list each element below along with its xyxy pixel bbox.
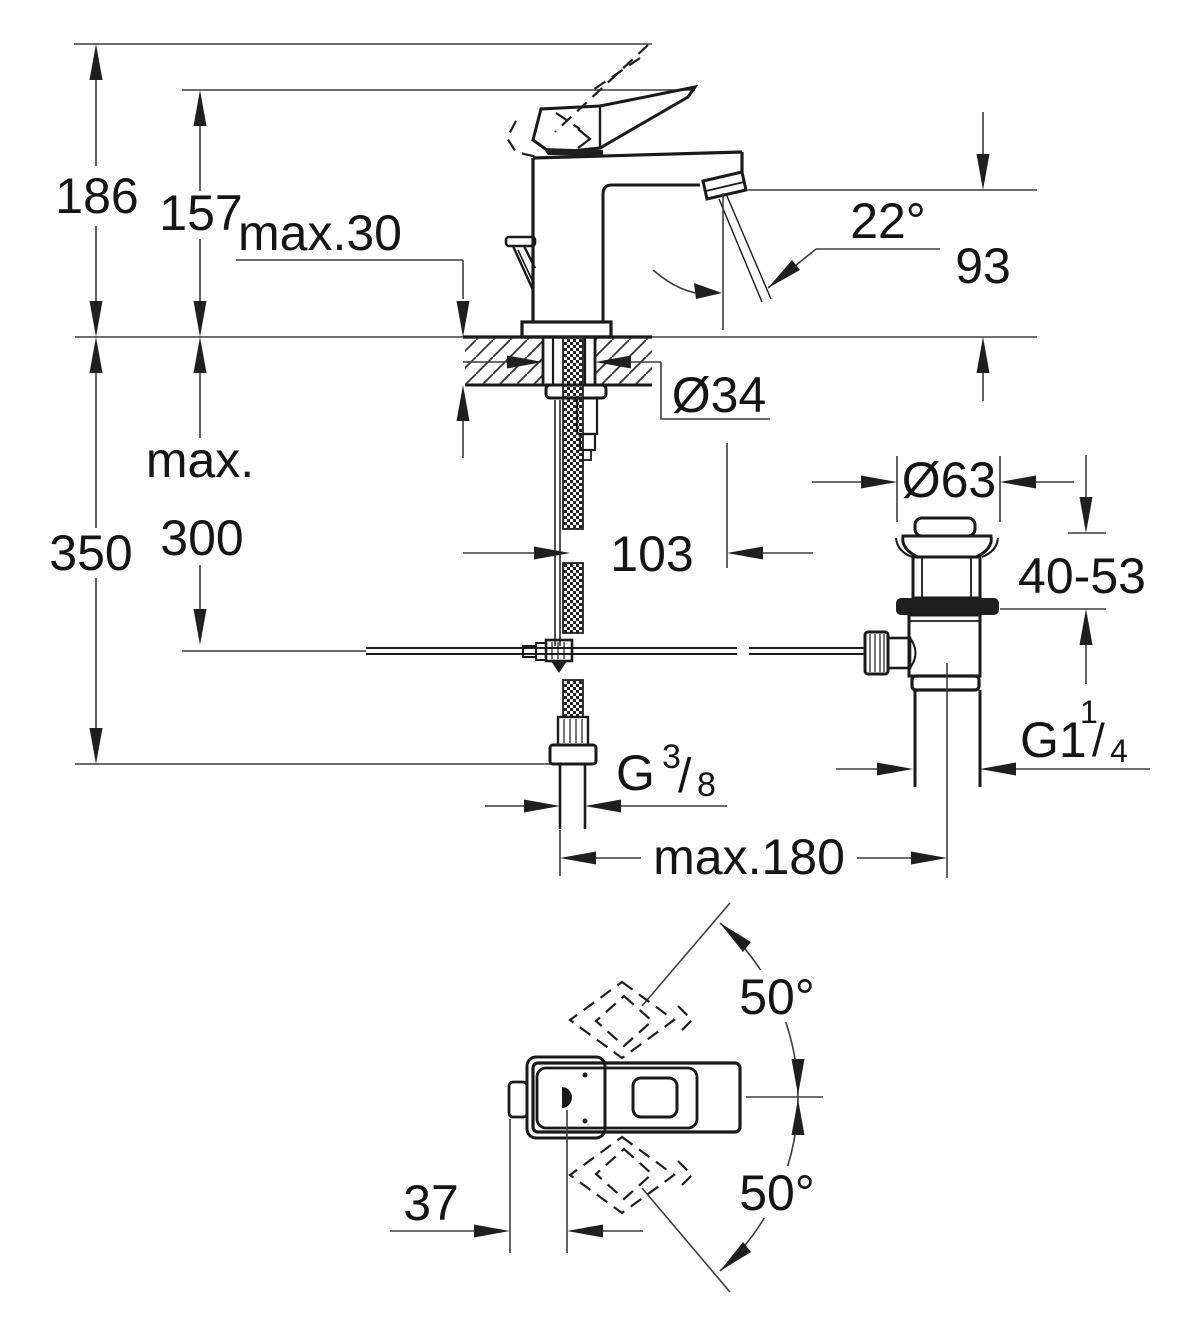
label-50-upper: 50° <box>739 969 815 1025</box>
flexible-hose <box>554 336 584 718</box>
label-max180: max.180 <box>653 829 845 885</box>
lever-handle <box>531 84 699 156</box>
label-350: 350 <box>49 525 132 581</box>
dimension-handle-offset: 37 <box>390 1110 643 1253</box>
label-93: 93 <box>955 238 1011 294</box>
lever-outline <box>535 1066 699 1130</box>
pivot-mark <box>562 1087 572 1108</box>
front-view: 186 157 max.30 350 <box>49 43 1037 885</box>
label-g114-den: 4 <box>1110 733 1128 769</box>
label-22deg: 22° <box>850 193 926 249</box>
popup-waste <box>863 516 999 878</box>
dimension-deck-thickness: max.30 <box>236 205 470 458</box>
handle-rotated-dashed <box>568 980 694 1215</box>
swivel-arrow <box>652 269 722 299</box>
waste-assembly: Ø63 <box>812 452 1150 878</box>
lever-end-face <box>631 1076 679 1119</box>
label-g38-num: 3 <box>662 738 681 776</box>
swivel-arcs <box>641 902 823 1293</box>
body-spout-outline <box>531 1061 742 1134</box>
label-g114-g: G1 <box>1020 712 1087 768</box>
dimension-clamping-range: 40-53 <box>1000 455 1146 684</box>
popup-knob-bracket <box>504 235 537 291</box>
rod-inlet <box>863 630 917 676</box>
label-d34: Ø34 <box>672 367 767 423</box>
label-103: 103 <box>610 526 693 582</box>
faucet-body <box>504 44 772 339</box>
waste-push-button <box>913 516 977 538</box>
label-157: 157 <box>159 185 242 241</box>
dimension-spout-height: 157 <box>159 90 243 337</box>
label-max: max. <box>146 432 254 488</box>
dimension-spout-reach: 103 <box>463 443 813 582</box>
label-186: 186 <box>55 168 138 224</box>
label-g114-slash: / <box>1092 714 1105 766</box>
label-37: 37 <box>403 1175 459 1231</box>
label-300: 300 <box>160 510 243 566</box>
label-d63: Ø63 <box>902 452 997 508</box>
dimension-max-reach: max.180 <box>559 829 947 885</box>
label-50-lower: 50° <box>739 1165 815 1221</box>
plan-view: 50° 50° 37 <box>390 902 823 1293</box>
dimension-hose-max: max. 300 <box>146 337 254 645</box>
lever-handle-raised-dashed <box>505 44 649 160</box>
label-max30: max.30 <box>238 205 402 261</box>
dimension-supply-thread: G 3 / 8 <box>485 738 727 813</box>
faucet-plan <box>507 1055 742 1140</box>
dimension-stream-angle: 22° <box>767 193 940 289</box>
label-g38-g: G <box>616 745 655 801</box>
dimension-outlet-height: 93 <box>955 112 1011 401</box>
dimension-hole-diameter: Ø34 <box>463 355 770 423</box>
side-tab <box>507 1080 529 1119</box>
water-stream <box>718 195 772 303</box>
waste-seal <box>896 598 999 615</box>
label-g38-den: 8 <box>697 766 716 804</box>
dimension-hose-length: 350 <box>49 337 133 764</box>
dimension-waste-thread: G1 1 / 4 <box>836 694 1150 776</box>
dimension-swivel-angles: 50° 50° <box>733 969 823 1221</box>
label-g38-slash: / <box>678 750 692 803</box>
aerator <box>701 170 748 201</box>
label-g114-num: 1 <box>1080 694 1098 730</box>
dimension-flange-diameter: Ø63 <box>812 452 1074 522</box>
dimension-overall-height: 186 <box>55 44 139 337</box>
label-4053: 40-53 <box>1018 548 1146 604</box>
popup-rod <box>182 638 866 673</box>
supply-connector <box>548 715 598 829</box>
